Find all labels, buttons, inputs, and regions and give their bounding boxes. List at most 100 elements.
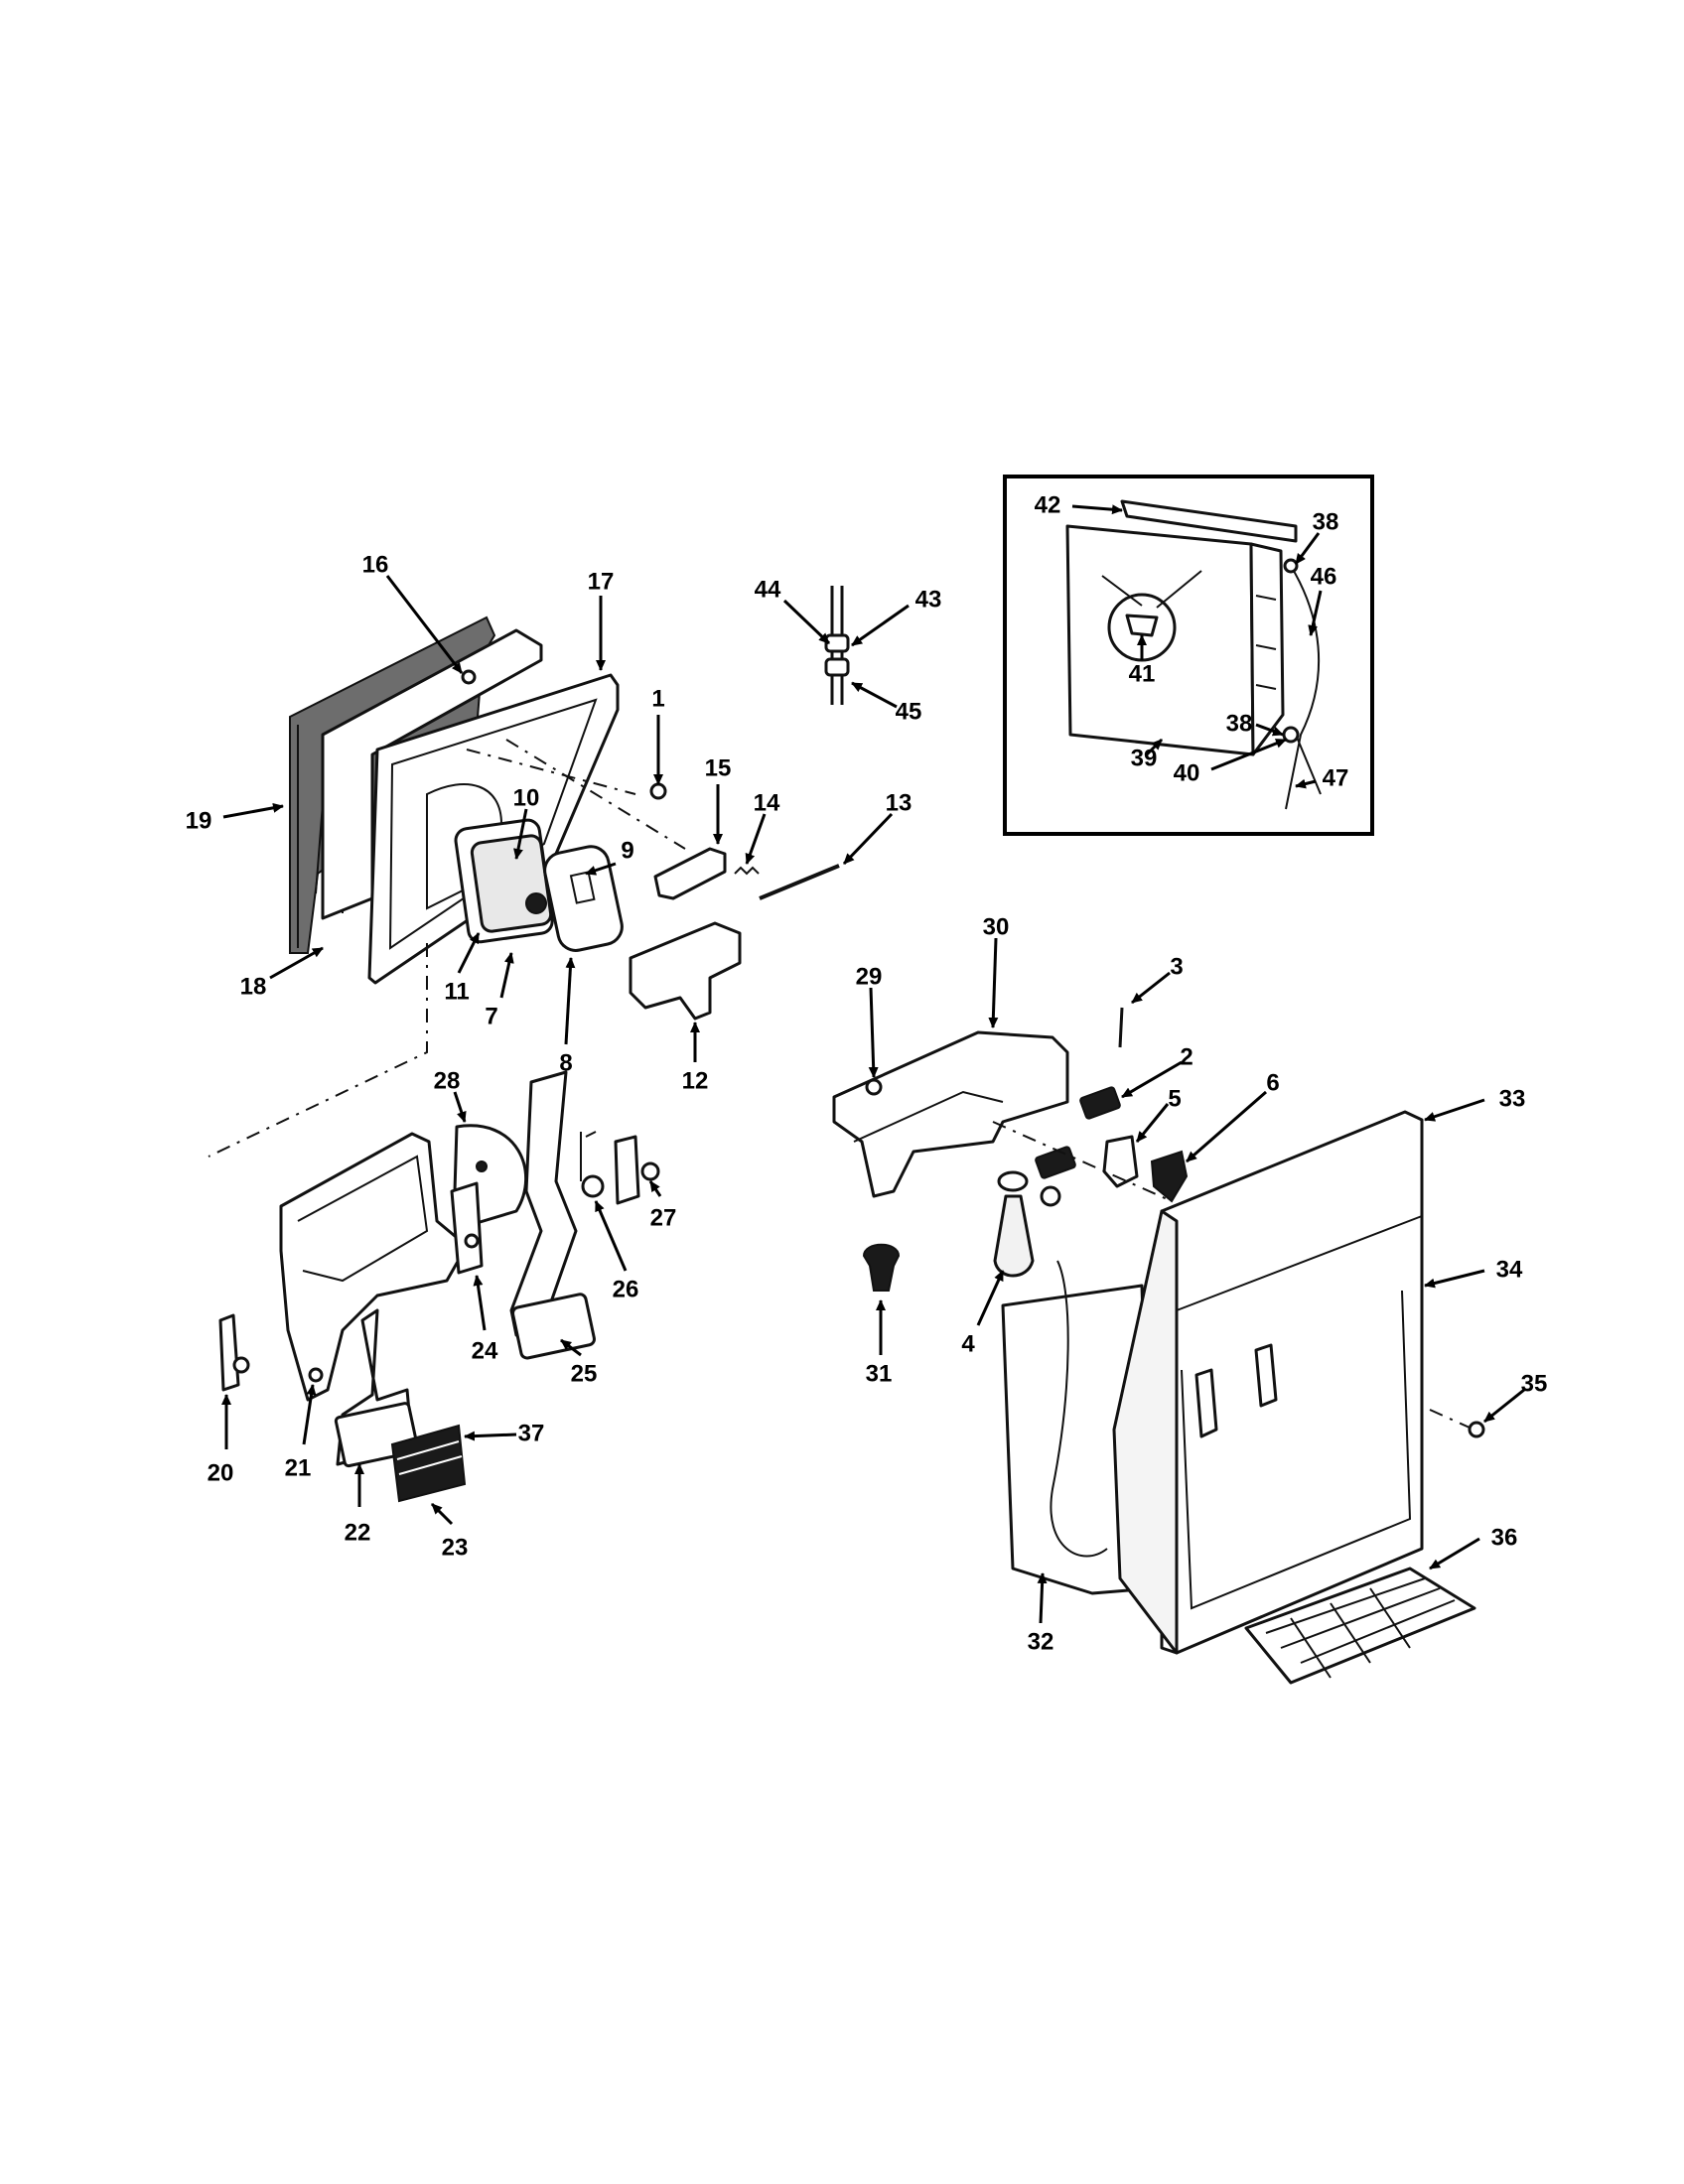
callout-label-c42: 42	[1035, 491, 1061, 518]
switch-cap	[1150, 1150, 1189, 1203]
callout-label-c16: 16	[362, 551, 389, 578]
callout-leader-c9	[585, 862, 617, 876]
callout-leader-c4	[976, 1270, 1005, 1326]
control-board-inset	[1003, 475, 1374, 836]
callout-label-c31: 31	[866, 1360, 893, 1387]
callout-label-c13: 13	[886, 789, 912, 816]
screw	[461, 669, 477, 685]
callout-label-c38b: 38	[1226, 710, 1253, 737]
upper-door-assembly	[208, 615, 840, 1158]
dispenser-housing	[1001, 1284, 1154, 1595]
callout-leader-c21	[302, 1384, 317, 1445]
callout-label-c47: 47	[1323, 764, 1349, 791]
callout-label-c7: 7	[485, 1003, 497, 1029]
callout-label-c33: 33	[1499, 1085, 1526, 1112]
callout-leader-c30	[988, 937, 999, 1028]
callout-leader-c3	[1131, 971, 1171, 1005]
pivot-bracket	[653, 847, 727, 900]
callout-leader-c18	[269, 946, 324, 980]
callout-leader-c47	[1295, 778, 1317, 789]
back-panel	[321, 628, 543, 920]
callout-leader-c40	[1210, 738, 1287, 771]
callout-label-c12: 12	[682, 1067, 709, 1094]
screw	[1468, 1421, 1485, 1438]
callout-leader-c37	[464, 1431, 517, 1441]
callout-label-c4: 4	[961, 1330, 975, 1357]
callout-leader-c26	[594, 1200, 628, 1272]
callout-leader-c13	[842, 812, 894, 866]
callout-leader-c8	[564, 957, 576, 1045]
callout-label-c24: 24	[472, 1337, 498, 1364]
callout-label-c17: 17	[588, 568, 615, 595]
callout-label-c45: 45	[896, 698, 922, 725]
switch-bracket	[832, 1030, 1069, 1198]
callout-leader-c35	[1483, 1388, 1525, 1424]
callout-label-c32: 32	[1028, 1628, 1054, 1655]
callout-label-c19: 19	[186, 807, 212, 834]
motor	[470, 834, 553, 933]
pivot-bracket	[450, 1181, 484, 1275]
callout-leader-c38b	[1255, 723, 1284, 737]
micro-switch	[1079, 1086, 1121, 1120]
callout-leader-c44	[782, 599, 831, 645]
dispenser-housing-assembly	[832, 1007, 1485, 1685]
callout-leader-c19	[222, 802, 284, 819]
light-switch	[1102, 1135, 1139, 1188]
callout-leader-c5	[1135, 1103, 1170, 1143]
callout-leader-c14	[745, 813, 767, 865]
callout-label-c3: 3	[1170, 953, 1183, 980]
callout-label-c25: 25	[571, 1360, 598, 1387]
callout-leader-c46	[1308, 590, 1323, 636]
mounting-plate	[1120, 499, 1298, 543]
callout-label-c30: 30	[983, 913, 1010, 940]
callout-label-c37: 37	[518, 1420, 545, 1446]
callout-label-c28: 28	[434, 1067, 461, 1094]
callout-leader-c27	[648, 1180, 662, 1197]
callout-label-c22: 22	[345, 1519, 371, 1546]
callout-label-c9: 9	[621, 837, 633, 864]
screw	[308, 1367, 324, 1383]
callout-label-c23: 23	[442, 1534, 469, 1561]
fitting-nut	[824, 633, 850, 653]
actuator-housing	[279, 1132, 469, 1402]
callout-label-c21: 21	[285, 1454, 312, 1481]
callout-label-c40: 40	[1174, 759, 1200, 786]
callout-leader-c29	[868, 987, 879, 1078]
callout-label-c34: 34	[1496, 1256, 1523, 1283]
callout-leader-c38a	[1294, 532, 1321, 565]
fitting-nut	[824, 657, 850, 677]
callout-label-c10: 10	[513, 784, 540, 811]
wire-harness	[1285, 565, 1322, 810]
callout-label-c39: 39	[1131, 745, 1158, 771]
micro-switch	[1035, 1146, 1076, 1179]
callout-leader-c24	[473, 1275, 487, 1331]
water-line-fitting	[824, 586, 850, 705]
callout-leaders	[221, 504, 1525, 1624]
callout-label-c11: 11	[444, 978, 469, 1005]
callout-label-c8: 8	[559, 1049, 572, 1076]
callout-label-c41: 41	[1129, 660, 1156, 687]
callout-label-c35: 35	[1521, 1370, 1548, 1397]
mounting-bracket	[218, 1313, 240, 1392]
callout-leader-c39	[1145, 738, 1164, 756]
callout-label-c14: 14	[754, 789, 780, 816]
callout-label-c1: 1	[651, 685, 664, 712]
callout-label-c27: 27	[650, 1204, 677, 1231]
callout-leader-c6	[1186, 1090, 1267, 1163]
rod	[759, 864, 840, 900]
callout-label-c2: 2	[1180, 1043, 1193, 1070]
callout-leader-c25	[560, 1338, 582, 1357]
callout-label-c15: 15	[705, 754, 732, 781]
mounting-bracket	[614, 1135, 640, 1205]
callout-leader-c43	[851, 604, 910, 647]
callout-leader-c33	[1424, 1098, 1485, 1122]
callout-label-c38a: 38	[1313, 508, 1339, 535]
callout-leader-c23	[430, 1502, 454, 1526]
callout-leader-c36	[1429, 1537, 1480, 1570]
callout-leader-c11	[457, 932, 481, 974]
callout-leader-c28	[453, 1091, 467, 1123]
callout-label-c26: 26	[613, 1276, 639, 1302]
callout-leader-c2	[1121, 1060, 1183, 1099]
